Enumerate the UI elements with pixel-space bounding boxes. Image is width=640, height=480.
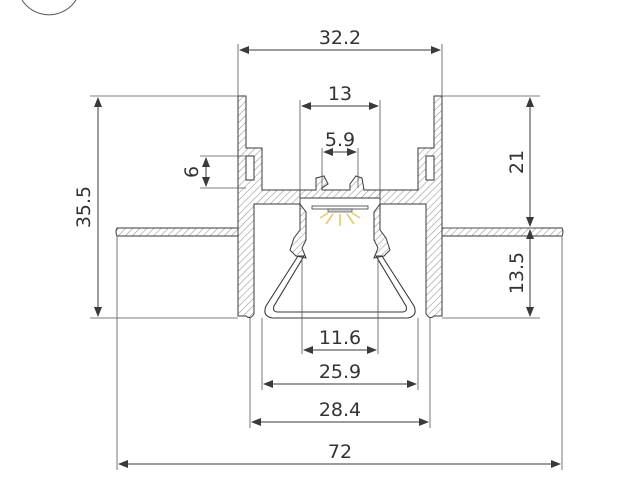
extension-lines xyxy=(90,44,563,470)
label-upper-height: 21 xyxy=(506,150,528,174)
right-wall xyxy=(379,95,443,319)
label-top-width: 32.2 xyxy=(319,27,361,49)
label-body-width: 28.4 xyxy=(319,399,361,421)
label-diffuser-outer: 25.9 xyxy=(319,361,361,383)
label-diffuser-inner: 11.6 xyxy=(319,327,361,349)
label-slot-width: 5.9 xyxy=(325,129,355,151)
dimension-lines xyxy=(94,46,561,468)
left-inner-clip xyxy=(289,202,307,259)
logo-circle-fragment xyxy=(21,0,77,16)
label-inner-opening: 13 xyxy=(328,83,352,105)
diffuser xyxy=(264,255,416,319)
led-strip xyxy=(311,205,369,226)
label-flange-height: 6 xyxy=(181,166,203,178)
label-total-width: 72 xyxy=(328,441,352,463)
right-inner-clip xyxy=(373,202,391,259)
profile-section xyxy=(115,95,564,319)
left-wing xyxy=(115,227,239,237)
left-wall xyxy=(237,95,301,319)
top-bridge xyxy=(299,175,381,199)
label-lower-height: 13.5 xyxy=(506,252,528,294)
right-wing xyxy=(441,227,564,237)
dimension-labels: 32.2 13 5.9 6 35.5 21 13.5 11.6 25.9 28.… xyxy=(73,27,528,463)
label-total-height: 35.5 xyxy=(73,186,95,228)
